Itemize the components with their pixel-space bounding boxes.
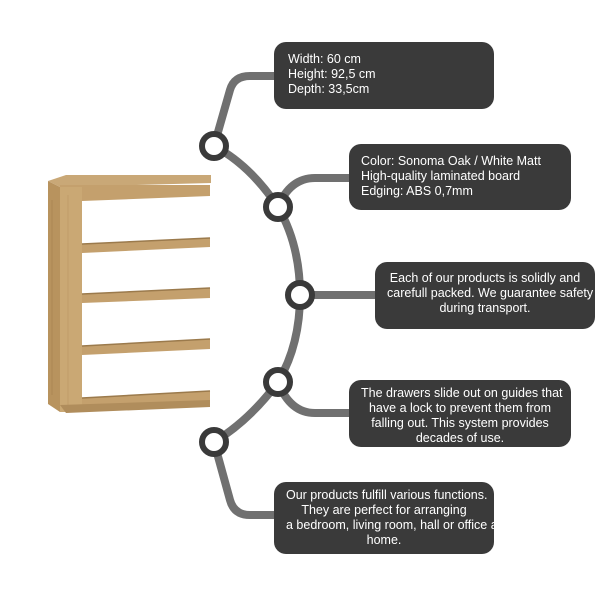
feature-box-functions: Our products fulfill various functions. … xyxy=(274,482,502,554)
feature-text: a bedroom, living room, hall or office a… xyxy=(286,518,502,532)
node-1 xyxy=(199,131,229,161)
drawer-4 xyxy=(82,349,210,398)
feature-box-packaging: Each of our products is solidly and care… xyxy=(375,262,595,329)
dresser-base xyxy=(60,400,210,413)
drawer-shadow xyxy=(81,390,211,399)
dresser-top xyxy=(48,175,211,187)
feature-text: High-quality laminated board xyxy=(361,169,521,183)
drawer-2 xyxy=(82,247,210,294)
feature-text: carefull packed. We guarantee safety xyxy=(387,286,594,300)
feature-text: Edging: ABS 0,7mm xyxy=(361,184,473,198)
feature-text: home. xyxy=(366,533,402,547)
dresser-image xyxy=(48,175,211,413)
feature-text: The drawers slide out on guides that xyxy=(361,386,563,400)
feature-text: Each of our products is solidly and xyxy=(389,271,581,285)
feature-box-drawers: The drawers slide out on guides that hav… xyxy=(349,380,571,447)
drawer-shadow xyxy=(81,237,211,245)
node-2 xyxy=(263,192,293,222)
drawer-1 xyxy=(82,196,210,244)
feature-text: during transport. xyxy=(439,301,531,315)
feature-text: decades of use. xyxy=(415,431,505,445)
drawer-3 xyxy=(82,298,210,346)
node-3 xyxy=(285,280,315,310)
node-4 xyxy=(263,367,293,397)
dresser-side-panel xyxy=(48,181,60,412)
feature-text: have a lock to prevent them from xyxy=(368,401,552,415)
drawer-shadow xyxy=(81,338,211,347)
node-5 xyxy=(199,427,229,457)
connector-branch-5 xyxy=(210,438,280,519)
feature-text: Height: 92,5 cm xyxy=(288,67,376,81)
feature-text: Our products fulfill various functions. xyxy=(286,488,488,502)
connector-branch-1 xyxy=(210,72,280,150)
feature-text: falling out. This system provides xyxy=(371,416,549,430)
feature-text: Color: Sonoma Oak / White Matt xyxy=(361,154,541,168)
feature-box-material: Color: Sonoma Oak / White Matt High-qual… xyxy=(349,144,571,210)
feature-text: They are perfect for arranging xyxy=(301,503,467,517)
drawer-shadow xyxy=(81,287,211,295)
dresser-front-frame xyxy=(60,187,82,412)
feature-box-dimensions: Width: 60 cm Height: 92,5 cm Depth: 33,5… xyxy=(274,42,494,109)
feature-text: Width: 60 cm xyxy=(288,52,361,66)
feature-text: Depth: 33,5cm xyxy=(288,82,370,96)
